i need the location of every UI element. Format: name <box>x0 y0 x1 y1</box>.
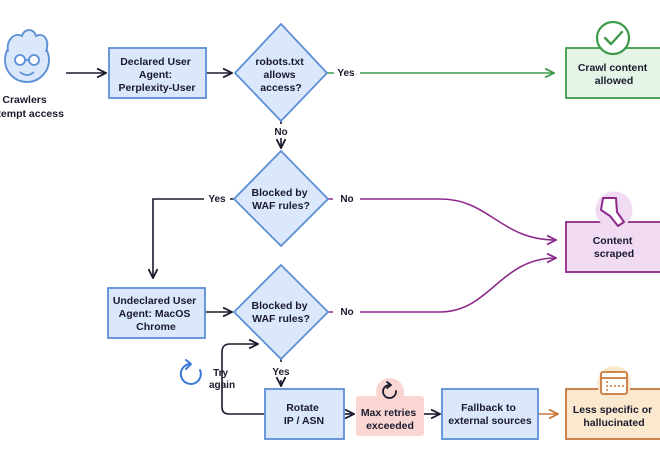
undeclared-agent-box: Undeclared User Agent: MacOS Chrome <box>107 287 206 339</box>
waf-check-1-label: Blocked by WAF rules? <box>252 187 311 212</box>
edges <box>66 73 558 414</box>
edge-waf2-no <box>328 258 556 313</box>
undeclared-agent-label: Undeclared User Agent: MacOS Chrome <box>113 295 199 333</box>
less-specific-box: Less specific or hallucinated <box>565 366 660 440</box>
crawl-allowed-box: Crawl content allowed <box>565 20 660 99</box>
declared-agent-box: Declared User Agent: Perplexity-User <box>108 47 207 99</box>
retry-icon <box>179 359 202 385</box>
max-retries-label: Max retries exceeded <box>361 407 419 432</box>
content-scraped-label: Content scraped <box>593 235 636 260</box>
declared-agent-label: Declared User Agent: Perplexity-User <box>118 56 195 94</box>
robots-check-label: robots.txt allows access? <box>255 56 306 94</box>
waf2-no-label: No <box>340 307 353 318</box>
scraper-icon <box>595 191 633 229</box>
edge-waf1-no <box>328 198 556 240</box>
waf-check-2-diamond: Blocked by WAF rules? <box>233 264 329 360</box>
edge-waf1-yes <box>153 198 234 278</box>
fallback-box: Fallback to external sources <box>441 388 539 440</box>
waf-check-1-diamond: Blocked by WAF rules? <box>233 150 329 247</box>
robots-yes-label: Yes <box>337 68 355 79</box>
try-again-label: Try again <box>209 368 235 391</box>
robots-check-diamond: robots.txt allows access? <box>234 23 328 122</box>
edge-try-again-loop <box>221 344 265 415</box>
waf2-yes-label: Yes <box>272 367 290 378</box>
crawl-allowed-label: Crawl content allowed <box>578 62 650 87</box>
max-retries-box: Max retries exceeded <box>356 378 424 436</box>
fallback-label: Fallback to external sources <box>448 402 532 427</box>
crawlers-label: Crawlers attempt access <box>0 94 64 120</box>
rotate-label: Rotate IP / ASN <box>284 402 324 427</box>
waf1-yes-label: Yes <box>208 194 226 205</box>
rotate-box: Rotate IP / ASN <box>264 388 345 440</box>
waf1-no-label: No <box>340 194 353 205</box>
refresh-icon <box>382 381 397 399</box>
crawlers-node: Crawlers attempt access <box>0 29 64 120</box>
browser-window-icon <box>597 366 631 400</box>
check-circle-icon <box>595 20 631 56</box>
crawler-face-icon <box>4 29 50 83</box>
content-scraped-box: Content scraped <box>565 191 660 273</box>
waf-check-2-label: Blocked by WAF rules? <box>252 300 311 325</box>
less-specific-label: Less specific or hallucinated <box>573 404 655 429</box>
robots-no-label: No <box>274 127 287 138</box>
